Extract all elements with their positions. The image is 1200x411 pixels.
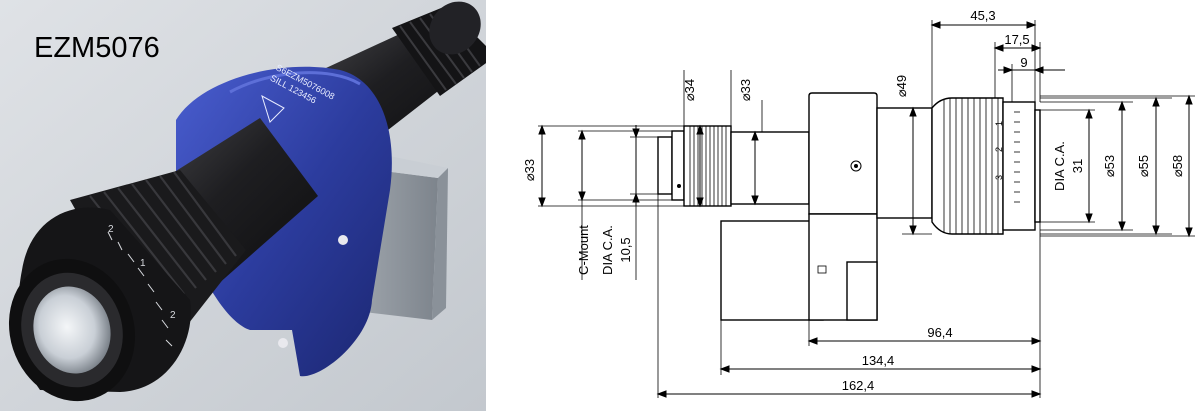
scale-mark: 2: [994, 147, 1004, 152]
dia-ca-left-label: DIA C.A.: [600, 225, 615, 275]
model-title: EZM5076: [34, 32, 160, 64]
scale-mark: 2: [170, 310, 176, 321]
cmount-label: C-Mount: [576, 225, 591, 275]
dim-d34: ⌀34: [682, 79, 697, 101]
dim-d55: ⌀55: [1136, 155, 1151, 177]
dim-d33-left: ⌀33: [522, 159, 537, 181]
dim-45-3: 45,3: [970, 8, 995, 23]
scale-mark: 2: [108, 224, 114, 235]
set-screw-icon: [677, 184, 681, 188]
dim-d58: ⌀58: [1170, 155, 1185, 177]
dim-d33-top: ⌀33: [738, 79, 753, 101]
collar-screw-icon: [338, 235, 348, 245]
dimension-lines: [538, 21, 1195, 398]
dia-ca-left-value: 10,5: [618, 237, 633, 262]
collar-screw-icon: [278, 338, 288, 348]
scale-mark: 1: [994, 121, 1004, 126]
scale-mark: 3: [994, 175, 1004, 180]
dia-ca-right-label: DIA C.A.: [1052, 141, 1067, 191]
extension-lines: [538, 20, 1172, 398]
dim-d53: ⌀53: [1102, 155, 1117, 177]
ce-mark-icon: [261, 94, 285, 123]
dim-9: 9: [1020, 55, 1027, 70]
dim-17-5: 17,5: [1004, 32, 1029, 47]
product-photo: S6EZM5076008 SILL 123456 2 1 2: [0, 0, 486, 411]
housing-screw-icon: [850, 160, 862, 172]
dia-ca-right-value: 31: [1070, 159, 1085, 173]
dim-96-4: 96,4: [927, 325, 952, 340]
lens-outline: 1 2 3: [657, 92, 1041, 321]
front-lens: [8, 258, 136, 402]
dim-134-4: 134,4: [862, 353, 895, 368]
dim-162-4: 162,4: [842, 378, 875, 393]
technical-drawing: 1 2 3: [522, 8, 1195, 398]
scale-mark: 1: [140, 258, 146, 269]
dim-d49: ⌀49: [894, 75, 909, 97]
